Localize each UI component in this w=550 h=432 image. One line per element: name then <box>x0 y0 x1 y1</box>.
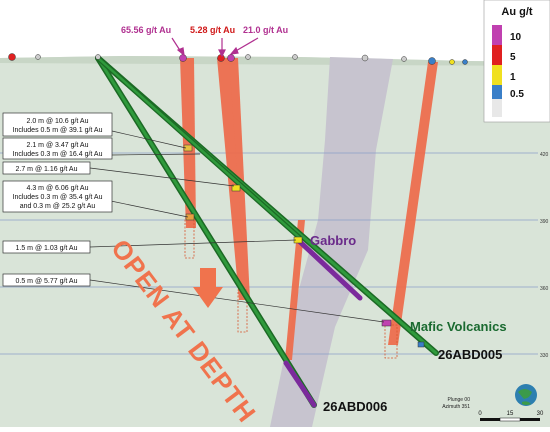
view-info: Plunge 00 Azimuth 351 0 15 30 <box>442 384 544 422</box>
globe-icon <box>515 384 537 406</box>
svg-text:1.5 m @ 1.03 g/t Au: 1.5 m @ 1.03 g/t Au <box>16 245 78 252</box>
svg-text:0.5 m @ 5.77 g/t Au: 0.5 m @ 5.77 g/t Au <box>16 278 78 285</box>
legend-swatch-1 <box>492 65 502 85</box>
legend-label: 0.5 <box>510 89 524 100</box>
hole-26ABD005-gabbro-segment <box>295 237 363 301</box>
hole-label-26ABD006: 26ABD006 <box>323 399 387 414</box>
svg-text:15: 15 <box>507 411 514 417</box>
elevation-grid <box>0 152 538 355</box>
lode-3 <box>285 220 305 360</box>
lode-1 <box>180 58 196 228</box>
svg-text:Includes 0.3 m @ 16.4 g/t Au: Includes 0.3 m @ 16.4 g/t Au <box>13 151 103 158</box>
svg-text:4.3 m @ 6.06 g/t Au: 4.3 m @ 6.06 g/t Au <box>27 185 89 192</box>
intercept-callouts: 2.0 m @ 10.6 g/t Au Includes 0.5 m @ 39.… <box>2 112 113 287</box>
hole-label-26ABD005: 26ABD005 <box>438 347 502 362</box>
callout-box-4: 4.3 m @ 6.06 g/t Au Includes 0.3 m @ 35.… <box>2 180 113 213</box>
hole-26ABD006-core <box>96 56 316 407</box>
down-arrow-icon <box>193 268 223 308</box>
legend-label: 5 <box>510 52 516 63</box>
svg-text:0: 0 <box>478 411 482 417</box>
grade-legend: Au g/t 10 5 1 0.5 <box>483 0 550 123</box>
svg-text:2.0 m @ 10.6 g/t Au: 2.0 m @ 10.6 g/t Au <box>27 118 89 125</box>
top-label-65-56: 65.56 g/t Au <box>121 25 171 35</box>
surface-band <box>0 56 550 66</box>
callout-box-3: 2.7 m @ 1.16 g/t Au <box>2 161 91 175</box>
elevation-label: 360 <box>540 286 549 292</box>
legend-title: Au g/t <box>501 6 532 18</box>
legend-label: 1 <box>510 72 516 83</box>
intercept-markers <box>183 144 425 348</box>
svg-text:Includes 0.5 m @ 39.1 g/t Au: Includes 0.5 m @ 39.1 g/t Au <box>13 127 103 134</box>
mafic-volcanics-label: Mafic Volcanics <box>410 319 507 334</box>
hole-26ABD006-gabbro-segment <box>283 360 317 408</box>
elevation-label: 420 <box>540 152 549 158</box>
surface-samples <box>8 53 468 65</box>
callout-box-5: 1.5 m @ 1.03 g/t Au <box>2 240 91 254</box>
top-label-arrows <box>171 37 259 58</box>
callout-box-2: 2.1 m @ 3.47 g/t Au Includes 0.3 m @ 16.… <box>2 137 113 160</box>
top-label-21-0: 21.0 g/t Au <box>243 25 288 35</box>
gabbro-unit <box>270 57 393 427</box>
lode-4 <box>388 62 438 345</box>
svg-text:2.1 m @ 3.47 g/t Au: 2.1 m @ 3.47 g/t Au <box>27 142 89 149</box>
legend-label: 10 <box>510 32 522 43</box>
svg-text:and 0.3 m @ 25.2 g/t Au: and 0.3 m @ 25.2 g/t Au <box>20 203 96 210</box>
azimuth-text: Azimuth 351 <box>442 404 470 410</box>
gabbro-label: Gabbro <box>310 233 356 248</box>
svg-text:Includes 0.3 m @ 35.4 g/t Au: Includes 0.3 m @ 35.4 g/t Au <box>13 194 103 201</box>
scale-bar: 0 15 30 <box>478 411 544 422</box>
legend-swatch-low <box>492 99 502 117</box>
plunge-text: Plunge 00 <box>447 397 470 403</box>
legend-swatch-10 <box>492 25 502 45</box>
legend-swatch-0-5 <box>492 85 502 99</box>
top-label-5-28: 5.28 g/t Au <box>190 25 235 35</box>
svg-text:2.7 m @ 1.16 g/t Au: 2.7 m @ 1.16 g/t Au <box>16 166 78 173</box>
callout-box-1: 2.0 m @ 10.6 g/t Au Includes 0.5 m @ 39.… <box>2 112 113 137</box>
callout-leaders <box>89 130 385 323</box>
legend-swatch-5 <box>492 45 502 65</box>
svg-text:30: 30 <box>537 411 544 417</box>
elevation-label: 330 <box>540 353 549 359</box>
callout-box-6: 0.5 m @ 5.77 g/t Au <box>2 273 91 287</box>
elevation-label: 390 <box>540 219 549 225</box>
